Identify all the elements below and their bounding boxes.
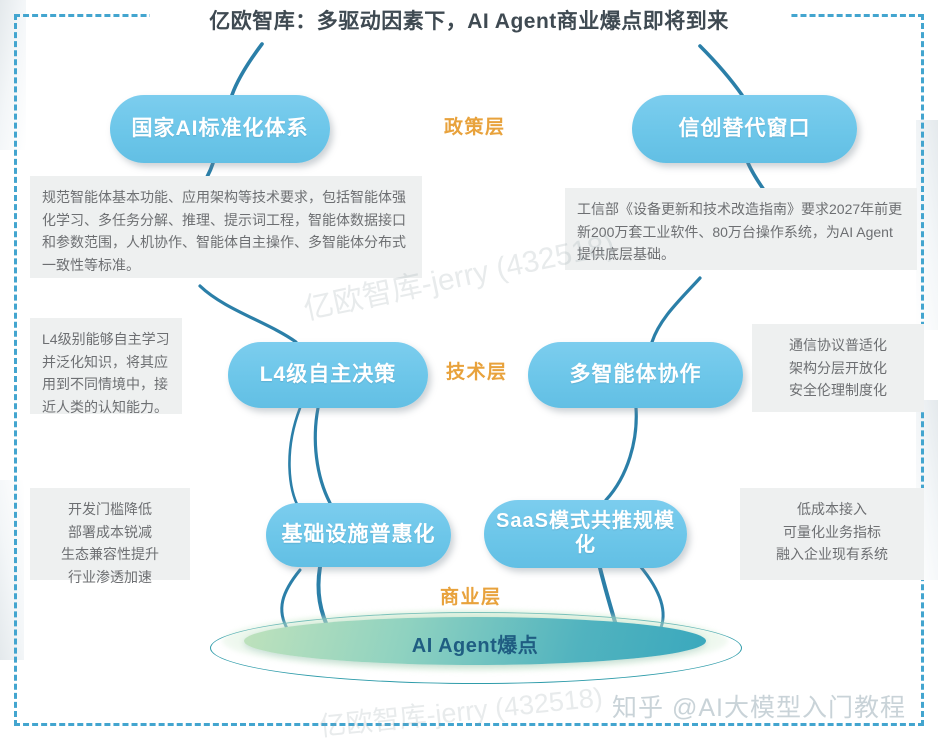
note-l4-definition: L4级别能够自主学习并泛化知识，将其应用到不同情境中，接近人类的认知能力。: [30, 318, 182, 415]
node-l4-autonomous-decision[interactable]: L4级自主决策: [228, 342, 428, 408]
layer-label-policy: 政策层: [444, 117, 506, 138]
note-business-demand: 低成本接入 可量化业务指标 融入企业现有系统: [740, 488, 924, 580]
note-national-ai-standard: 规范智能体基本功能、应用架构等技术要求，包括智能体强化学习、多任务分解、推理、提…: [30, 176, 422, 278]
layer-label-business: 商业层: [440, 587, 502, 608]
page-title: 亿欧智库：多驱动因素下，AI Agent商业爆点即将到来: [209, 10, 729, 33]
note-tech-requirements: 通信协议普适化 架构分层开放化 安全伦理制度化: [752, 324, 924, 412]
node-infra-inclusive[interactable]: 基础设施普惠化: [266, 503, 451, 567]
footer-brand: 知乎 @AI大模型入门教程: [612, 694, 906, 722]
watermark-bottom: 亿欧智库-jerry (432518): [317, 682, 605, 742]
node-multi-agent-collab[interactable]: 多智能体协作: [528, 342, 743, 408]
node-xinchuang-window[interactable]: 信创替代窗口: [632, 95, 857, 163]
outcome-ellipse: [244, 617, 706, 665]
page-corner-bottom-left: [0, 480, 24, 660]
layer-label-tech: 技术层: [446, 362, 508, 383]
page-corner-top-right: [916, 120, 938, 330]
node-saas-scale[interactable]: SaaS模式共推规模化: [484, 500, 687, 568]
note-xinchuang-window: 工信部《设备更新和技术改造指南》要求2027年前更新200万套工业软件、80万台…: [565, 188, 917, 270]
note-business-supply: 开发门槛降低 部署成本锐减 生态兼容性提升 行业渗透加速: [30, 488, 190, 585]
outcome-label: AI Agent爆点: [411, 635, 539, 657]
node-national-ai-standard[interactable]: 国家AI标准化体系: [110, 95, 330, 163]
title-frame-gap: [150, 2, 790, 30]
